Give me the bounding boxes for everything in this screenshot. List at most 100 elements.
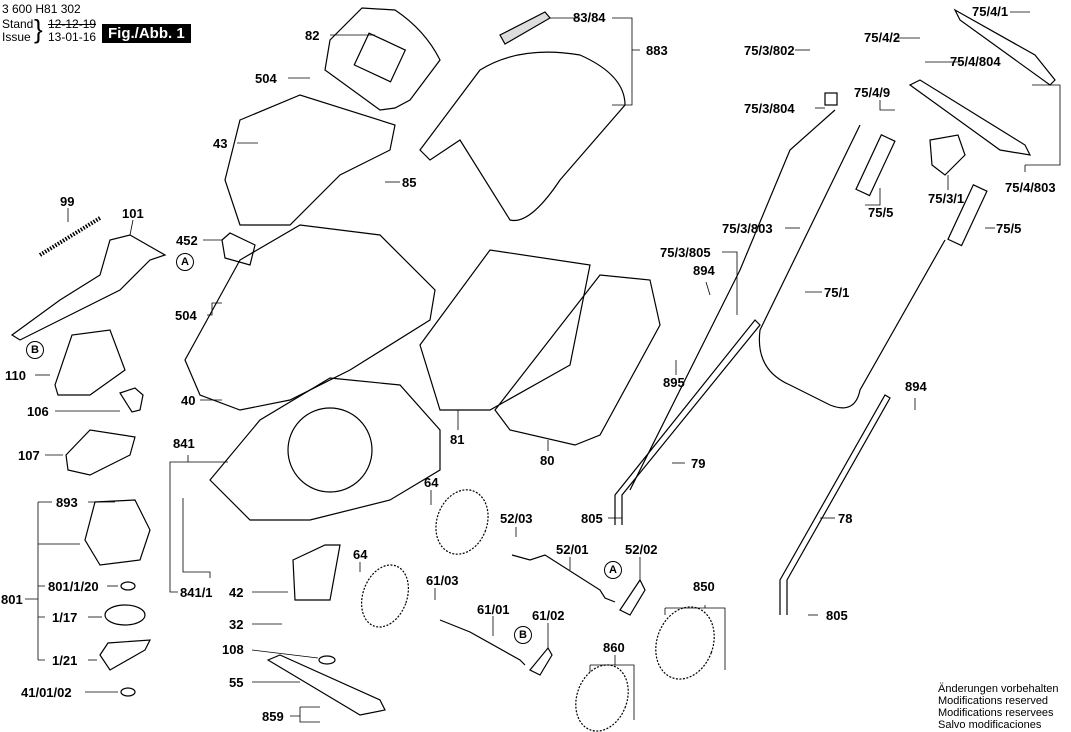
part-wheel-850 xyxy=(655,606,715,680)
bracket-841 xyxy=(169,455,228,593)
part-6102-lever xyxy=(529,646,553,676)
part-deck xyxy=(209,377,441,521)
label-75-1: 75/1 xyxy=(824,285,850,300)
part-5202-lever xyxy=(619,578,646,616)
label-895: 895 xyxy=(663,375,685,390)
leader-753805 xyxy=(722,251,738,315)
label-75-4-2: 75/4/2 xyxy=(864,30,901,45)
label-894-left: 894 xyxy=(693,263,715,278)
part-82-lid xyxy=(324,7,441,111)
callout-a-axle: A xyxy=(604,561,622,579)
part-883-frame xyxy=(419,51,626,222)
part-wheel-860 xyxy=(575,664,629,732)
label-64-rear: 64 xyxy=(424,475,439,490)
label-504-top: 504 xyxy=(255,71,277,86)
label-52-03: 52/03 xyxy=(500,511,533,526)
bracket-8411 xyxy=(182,498,211,578)
part-79-tube xyxy=(614,319,761,525)
part-55-blade xyxy=(266,654,386,716)
part-8384-grip xyxy=(499,11,551,45)
bracket-801 xyxy=(25,501,80,661)
label-452: 452 xyxy=(176,233,198,248)
label-61-03: 61/03 xyxy=(426,573,459,588)
label-99: 99 xyxy=(60,194,75,209)
label-883: 883 xyxy=(646,43,668,58)
label-805-lower: 805 xyxy=(826,608,848,623)
modifications-notice: Änderungen vorbehalten Modifications res… xyxy=(938,683,1058,731)
label-850: 850 xyxy=(693,579,715,594)
label-80: 80 xyxy=(540,453,555,468)
label-1-17: 1/17 xyxy=(52,610,78,625)
issue-dates: 12-12-19 13-01-16 xyxy=(48,18,96,44)
label-42: 42 xyxy=(229,585,244,600)
callout-b-axle: B xyxy=(514,626,532,644)
label-81: 81 xyxy=(450,432,465,447)
leader-755a xyxy=(865,188,881,206)
label-32: 32 xyxy=(229,617,244,632)
stand-issue-labels: Stand Issue xyxy=(2,18,33,44)
part-754803-handle xyxy=(908,79,1032,156)
callout-b-lever: B xyxy=(26,341,44,359)
brace-icon: } xyxy=(34,14,43,44)
label-79: 79 xyxy=(691,456,706,471)
label-75-4-9: 75/4/9 xyxy=(854,85,891,100)
leader-504b xyxy=(207,302,222,316)
notice-en: Modifications reserved xyxy=(938,695,1049,707)
part-7541-grip xyxy=(953,8,1056,86)
part-42-flap xyxy=(292,544,341,601)
notice-de: Änderungen vorbehalten xyxy=(938,683,1059,695)
label-64-front: 64 xyxy=(353,547,368,562)
bracket-850 xyxy=(664,605,726,670)
label-41-01-02: 41/01/02 xyxy=(21,685,72,700)
label-52-01: 52/01 xyxy=(556,542,589,557)
part-108-washer xyxy=(318,655,336,665)
label-75-3-803: 75/3/803 xyxy=(722,221,773,236)
part-753803-cable xyxy=(629,109,836,491)
label-83-84: 83/84 xyxy=(573,10,606,25)
label-75-3-1: 75/3/1 xyxy=(928,191,965,206)
label-859: 859 xyxy=(262,709,284,724)
label-108: 108 xyxy=(222,642,244,657)
label-61-01: 61/01 xyxy=(477,602,510,617)
notice-es: Salvo modificaciones xyxy=(938,719,1042,731)
label-61-02: 61/02 xyxy=(532,608,565,623)
bracket-754803 xyxy=(1024,84,1061,172)
label-75-4-1: 75/4/1 xyxy=(972,4,1009,19)
label-1-21: 1/21 xyxy=(52,653,78,668)
label-801-1-20: 801/1/20 xyxy=(48,579,99,594)
label-55: 55 xyxy=(229,675,244,690)
label-82: 82 xyxy=(305,28,320,43)
label-101: 101 xyxy=(122,206,144,221)
label-40: 40 xyxy=(181,393,196,408)
part-753804-clip xyxy=(824,92,838,106)
label-894-right: 894 xyxy=(905,379,927,394)
part-99-spring xyxy=(38,216,102,257)
part-wheel-rear-2 xyxy=(361,564,409,628)
part-82-window xyxy=(353,32,407,83)
label-75-5-right: 75/5 xyxy=(996,221,1022,236)
part-755-tube-1 xyxy=(855,134,896,197)
part-101-lever xyxy=(10,234,167,341)
document-number: 3 600 H81 302 xyxy=(2,2,81,16)
leader-894a xyxy=(705,281,711,296)
part-5201-axle xyxy=(511,554,616,603)
label-504-side: 504 xyxy=(175,308,197,323)
part-80-box-side xyxy=(494,274,661,446)
part-43-cover xyxy=(224,94,396,226)
part-78-tube xyxy=(779,394,891,615)
label-75-4-804: 75/4/804 xyxy=(950,54,1001,69)
part-81-box xyxy=(419,249,591,411)
bracket-859 xyxy=(290,706,320,723)
label-85: 85 xyxy=(402,175,417,190)
label-75-4-803: 75/4/803 xyxy=(1005,180,1056,195)
label-75-5-left: 75/5 xyxy=(868,205,894,220)
part-410102-bearing xyxy=(120,687,136,697)
part-40-housing xyxy=(184,224,436,411)
new-date: 13-01-16 xyxy=(48,30,97,44)
label-43: 43 xyxy=(213,136,228,151)
label-805-upper: 805 xyxy=(581,511,603,526)
figure-badge: Fig./Abb. 1 xyxy=(102,24,191,43)
part-117-pulley xyxy=(104,604,146,626)
part-6101-axle xyxy=(439,619,526,666)
part-452-badge xyxy=(221,232,256,266)
